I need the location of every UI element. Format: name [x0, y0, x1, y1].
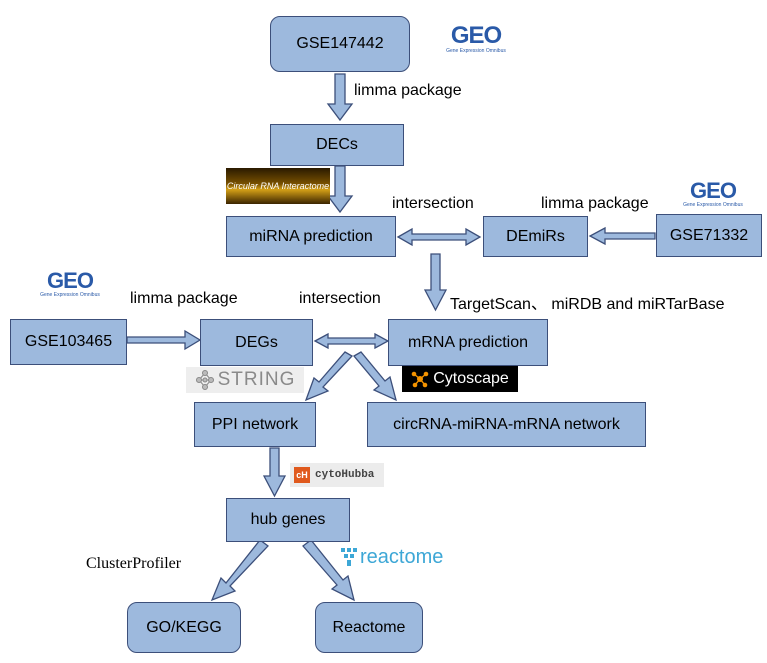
cytoscape-logo-text: Cytoscape: [433, 370, 509, 387]
cytohubba-logo: cH cytoHubba: [290, 463, 384, 487]
geo-logo-text: GEO: [450, 22, 502, 49]
geo-logo-top: GEO Gene Expression Omnibus: [440, 24, 512, 55]
arrow-hub-to-reactome: [302, 539, 355, 602]
geo-logo-subtitle: Gene Expression Omnibus: [683, 202, 743, 208]
geo-logo-left: GEO Gene Expression Omnibus: [34, 270, 106, 299]
cytoscape-icon: [411, 371, 429, 388]
arrow-mrna-to-ppi: [304, 351, 354, 402]
string-logo: STRING: [186, 367, 304, 393]
label-limma-1: limma package: [354, 82, 462, 99]
arrow-degs-mrna-double: [313, 332, 390, 350]
arrow-mrna-to-circ: [353, 351, 397, 402]
node-degs: DEGs: [200, 319, 313, 366]
reactome-logo: reactome: [340, 543, 443, 571]
cytohubba-logo-text: cytoHubba: [315, 469, 375, 481]
node-decs: DECs: [270, 124, 404, 166]
circular-rna-interactome-text: Circular RNA Interactome: [226, 181, 330, 191]
label-intersection-2: intersection: [299, 290, 381, 307]
arrow-gse103465-to-degs: [126, 329, 202, 351]
node-mrna-prediction: mRNA prediction: [388, 319, 548, 366]
arrow-decs-to-mirna: [326, 165, 354, 214]
string-logo-text: STRING: [217, 369, 296, 390]
label-clusterprofiler: ClusterProfiler: [86, 555, 182, 572]
node-demirs: DEmiRs: [483, 216, 588, 257]
node-gse103465: GSE103465: [10, 319, 127, 365]
node-gse71332: GSE71332: [656, 214, 762, 257]
node-ppi-network: PPI network: [194, 402, 316, 447]
arrow-ppi-to-hub: [262, 447, 287, 498]
arrow-gse147442-to-decs: [326, 73, 354, 122]
geo-logo-subtitle: Gene Expression Omnibus: [40, 292, 100, 298]
arrow-demirs-to-mrna: [423, 253, 448, 312]
label-limma-3: limma package: [130, 290, 238, 307]
node-mirna-prediction: miRNA prediction: [226, 216, 396, 257]
arrow-gse71332-to-demirs: [588, 226, 656, 246]
node-circrna-network: circRNA-miRNA-mRNA network: [367, 402, 646, 447]
node-gse147442: GSE147442: [270, 16, 410, 72]
arrow-mirna-demirs-double: [396, 227, 482, 247]
circular-rna-interactome-logo: Circular RNA Interactome: [226, 168, 330, 204]
node-hub-genes: hub genes: [226, 498, 350, 542]
label-limma-2: limma package: [541, 195, 649, 212]
label-intersection-1: intersection: [392, 195, 474, 212]
string-network-icon: [195, 370, 214, 390]
node-reactome: Reactome: [315, 602, 423, 653]
reactome-logo-text: reactome: [360, 545, 444, 568]
node-go-kegg: GO/KEGG: [127, 602, 241, 653]
label-targetscan: TargetScan、 miRDB and miRTarBase: [450, 296, 725, 313]
geo-logo-text: GEO: [47, 268, 94, 293]
cytoscape-logo: Cytoscape: [402, 366, 518, 392]
geo-logo-right: GEO Gene Expression Omnibus: [677, 180, 749, 209]
cytohubba-icon: cH: [294, 467, 310, 483]
geo-logo-text: GEO: [690, 178, 737, 203]
geo-logo-subtitle: Gene Expression Omnibus: [446, 48, 506, 54]
reactome-icon: [341, 548, 357, 566]
arrow-hub-to-gokegg: [210, 539, 269, 602]
